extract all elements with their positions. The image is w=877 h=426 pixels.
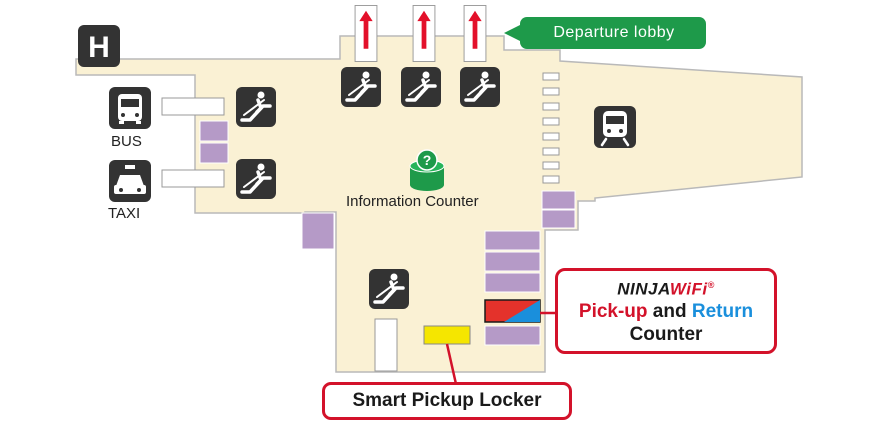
return-text: Return [691,300,754,322]
shop [541,209,576,229]
information-counter-label: Information Counter [346,193,479,210]
departure-lobby-label: Departure lobby [553,24,675,41]
escalator-icon [236,159,276,199]
bus-icon [109,87,151,129]
taxi-label: TAXI [108,205,141,222]
escalator-icon [236,87,276,127]
information-symbol: ? [423,152,432,168]
shop [199,142,229,164]
hospital-h-icon: H [78,25,120,67]
shop [199,120,229,142]
stairs [542,72,560,184]
train-icon [594,106,636,148]
shop [541,190,576,210]
counter-text: Counter [629,323,703,345]
callout-pointer [445,343,458,385]
pickup-text: Pick-up [578,300,648,322]
ninja-logo-part1: NINJA [617,279,670,299]
ninja-wifi-logo: NINJAWiFi® [558,275,774,300]
ninja-wifi-counter[interactable] [484,299,541,323]
escalator-icon [401,67,441,107]
shop [301,212,335,250]
hospital-letter: H [88,31,110,64]
ninja-pickup-return-line: Pick-up and Return [558,300,774,324]
arrow-up-icon [412,5,436,62]
arrow-up-icon [354,5,378,62]
ninja-wifi-callout: NINJAWiFi® Pick-up and Return Counter [555,268,777,354]
walkway [161,97,225,116]
escalator-icon [460,67,500,107]
and-text: and [652,300,687,322]
shop [484,251,541,272]
bus-label: BUS [111,133,142,150]
departure-lobby-badge [504,17,706,49]
escalator-icon [369,269,409,309]
shop [484,325,541,346]
taxi-icon [109,160,151,202]
information-icon: ? [409,149,445,191]
ninja-logo-mark: ® [707,280,715,290]
smart-pickup-locker[interactable] [423,325,471,345]
walkway [161,169,225,188]
arrow-up-icon [463,5,487,62]
escalator-icon [341,67,381,107]
ninja-logo-part2: WiFi [669,279,708,299]
shop [484,230,541,251]
walkway [374,318,398,372]
smart-pickup-locker-callout: Smart Pickup Locker [322,382,572,420]
shop [484,272,541,293]
